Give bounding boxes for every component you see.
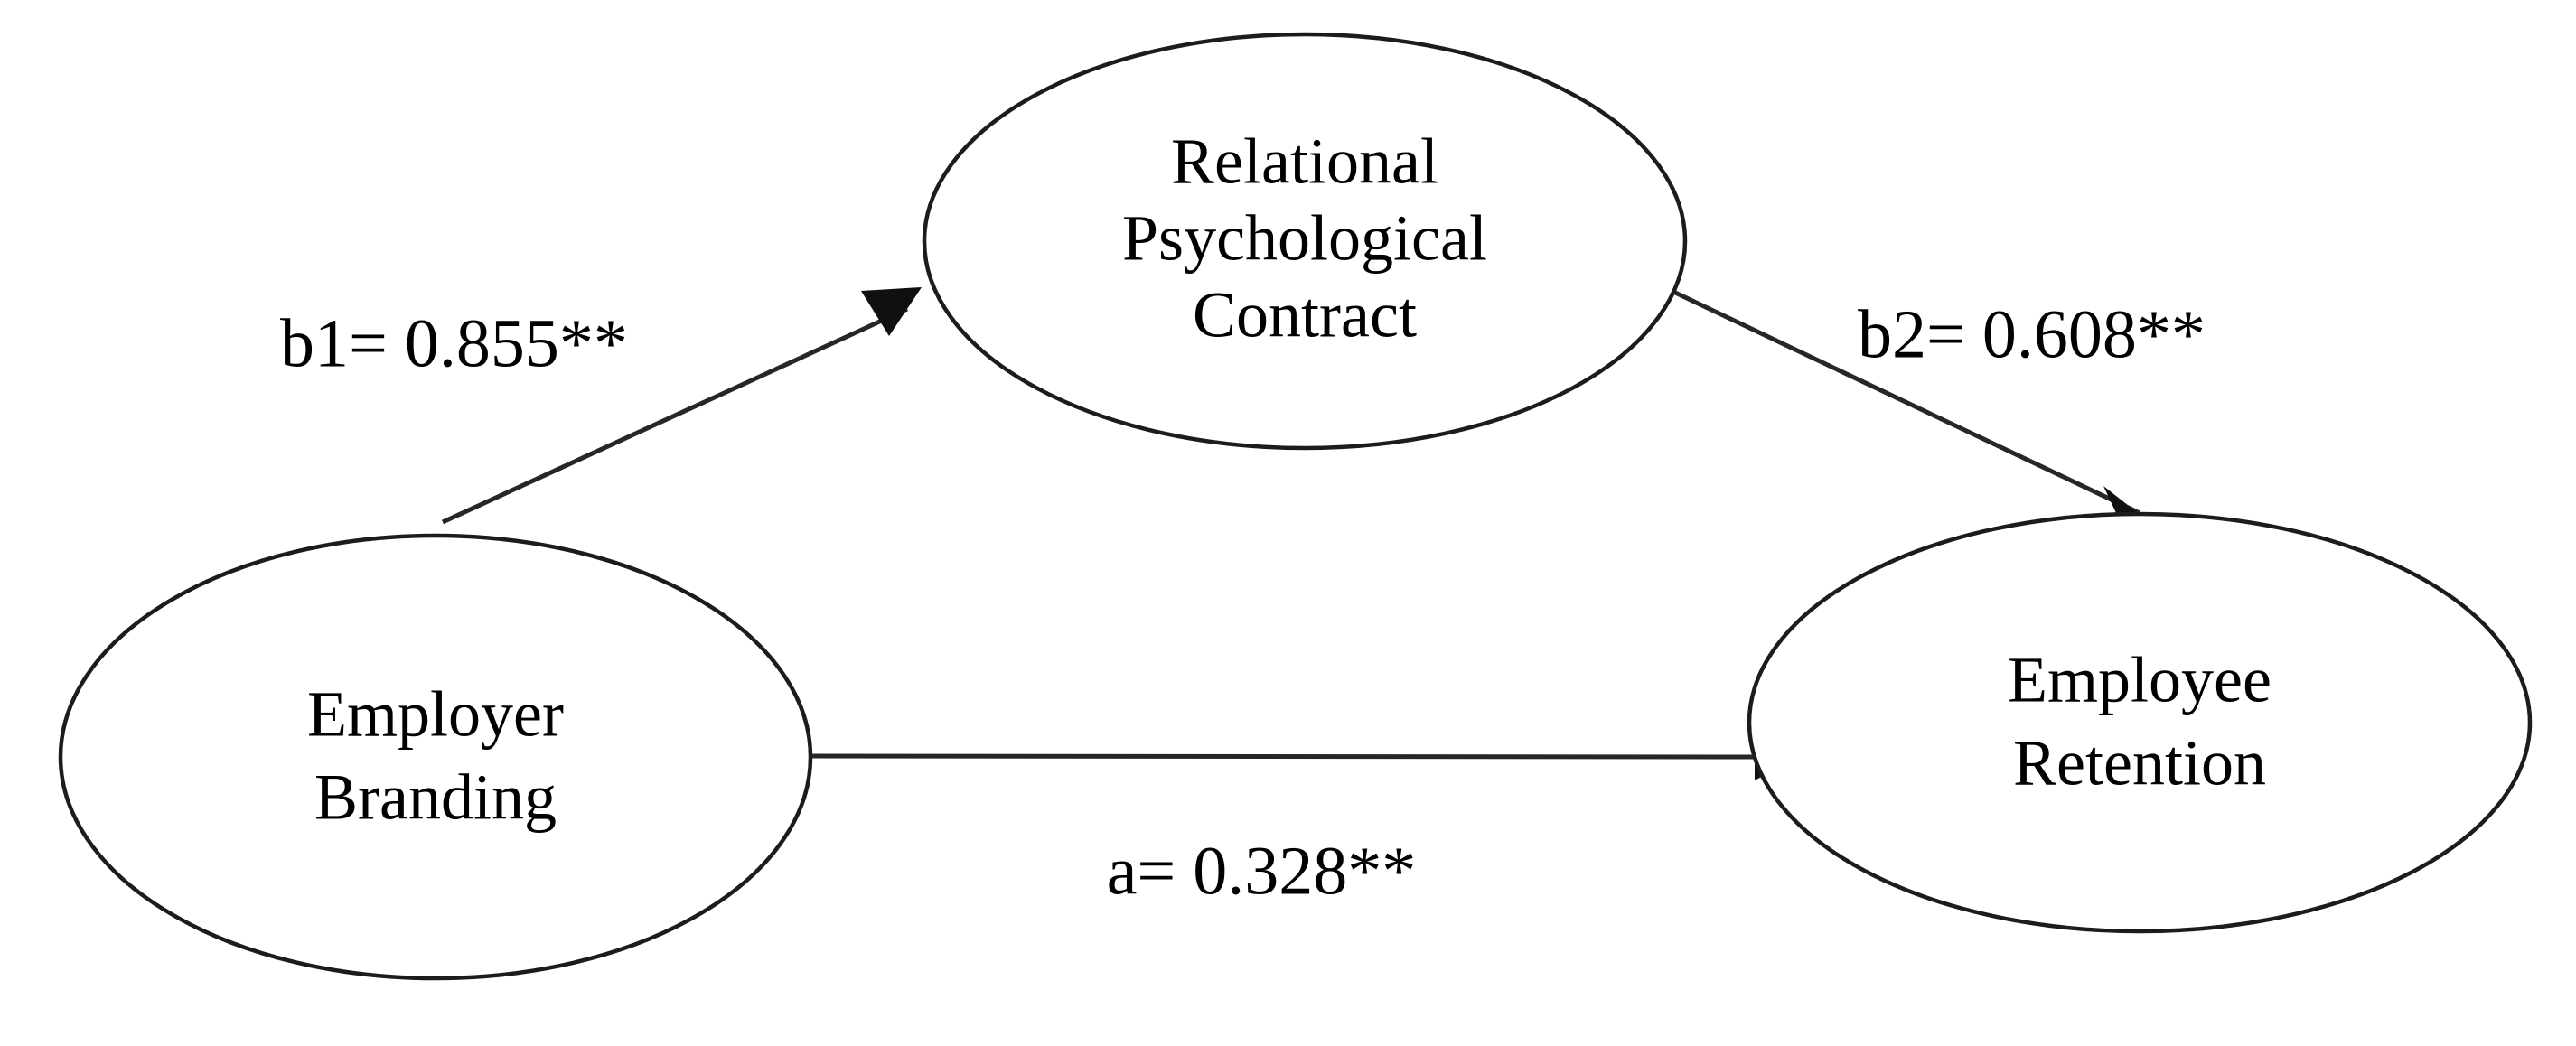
node-label-employee-retention-line-1: Employee	[2008, 644, 2272, 716]
node-relational-psychological-contract[interactable]: Relational Psychological Contract	[922, 32, 1688, 451]
node-ellipse-mediator	[922, 32, 1688, 451]
path-b1-arrowhead-icon	[861, 287, 922, 336]
path-a-line	[805, 753, 1767, 760]
node-employer-branding[interactable]: Employer Branding	[58, 533, 813, 981]
path-b1-line	[441, 306, 909, 525]
path-a-group[interactable]	[805, 733, 1798, 780]
node-label-employer-branding-line-2: Branding	[314, 761, 557, 834]
node-label-mediator-line-3: Contract	[1193, 279, 1417, 351]
path-label-a: a= 0.328**	[1107, 833, 1417, 909]
node-employee-retention[interactable]: Employee Retention	[1747, 511, 2533, 934]
node-ellipse-dependent-variable	[1747, 511, 2533, 934]
node-label-mediator-line-2: Psychological	[1122, 202, 1487, 275]
node-label-employee-retention-line-2: Retention	[2013, 727, 2266, 799]
node-label-employer-branding-line-1: Employer	[307, 678, 564, 751]
node-ellipse-independent-variable	[58, 533, 813, 981]
node-label-mediator-line-1: Relational	[1171, 126, 1438, 198]
path-b2-line	[1670, 288, 2141, 516]
path-b1-group[interactable]	[441, 287, 922, 525]
path-label-b2: b2= 0.608**	[1858, 296, 2206, 372]
path-label-b1: b1= 0.855**	[280, 305, 628, 381]
